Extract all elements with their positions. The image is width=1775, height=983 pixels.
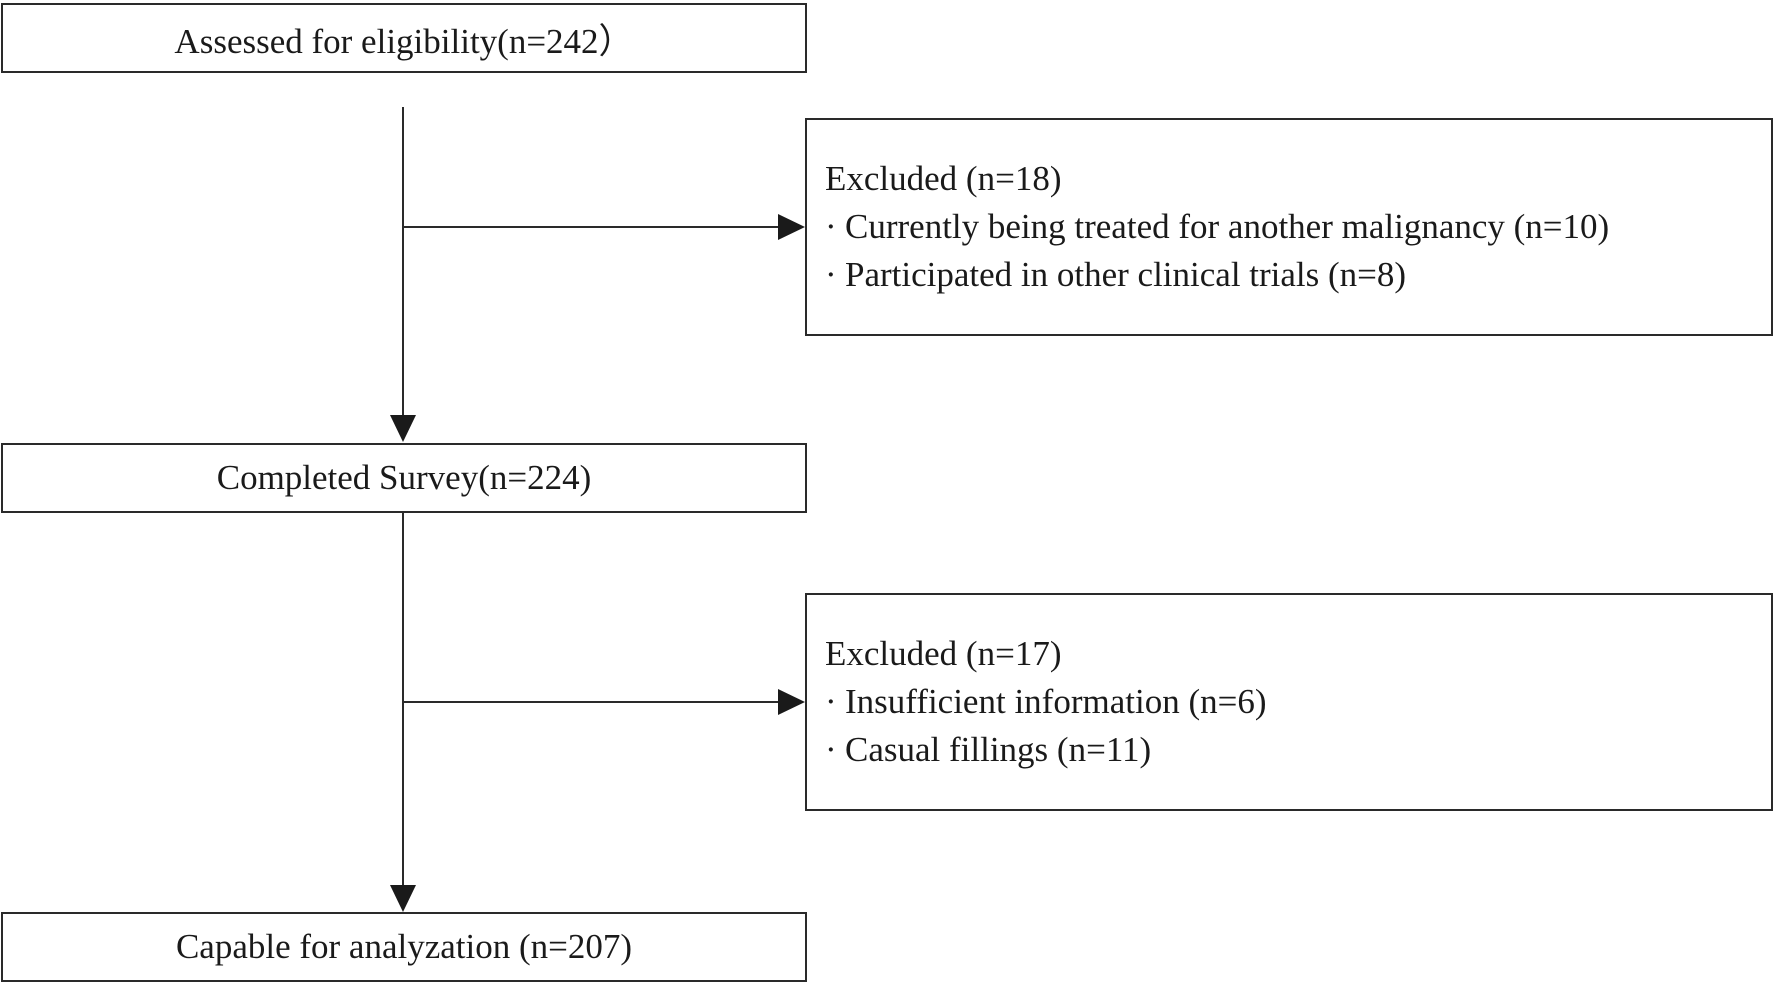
exclusion-box-1: Excluded (n=18) ·Currently being treated… [805, 118, 1773, 336]
right-arrow-2 [778, 689, 805, 715]
bullet-icon: · [825, 730, 837, 769]
exclusion-2-item: ·Casual fillings (n=11) [825, 726, 1771, 774]
bullet-icon: · [825, 682, 837, 721]
capable-analysis-box: Capable for analyzation (n=207) [1, 912, 807, 982]
down-arrow-2 [390, 885, 416, 912]
capable-analysis-label: Capable for analyzation (n=207) [175, 927, 633, 966]
exclusion-2-item: ·Insufficient information (n=6) [825, 678, 1771, 726]
assessed-label: Assessed for eligibility(n=242） [174, 21, 634, 61]
completed-survey-label: Completed Survey(n=224) [216, 458, 592, 497]
bullet-icon: · [825, 255, 837, 294]
right-arrow-1 [778, 214, 805, 240]
down-arrow-1 [390, 415, 416, 442]
exclusion-1-item: ·Currently being treated for another mal… [825, 203, 1771, 251]
exclusion-2-title: Excluded (n=17) [825, 634, 1062, 673]
exclusion-1-title: Excluded (n=18) [825, 159, 1062, 198]
bullet-icon: · [825, 207, 837, 246]
exclusion-box-2: Excluded (n=17) ·Insufficient informatio… [805, 593, 1773, 811]
assessed-box: Assessed for eligibility(n=242） [1, 3, 807, 73]
exclusion-1-item: ·Participated in other clinical trials (… [825, 251, 1771, 299]
completed-survey-box: Completed Survey(n=224) [1, 443, 807, 513]
